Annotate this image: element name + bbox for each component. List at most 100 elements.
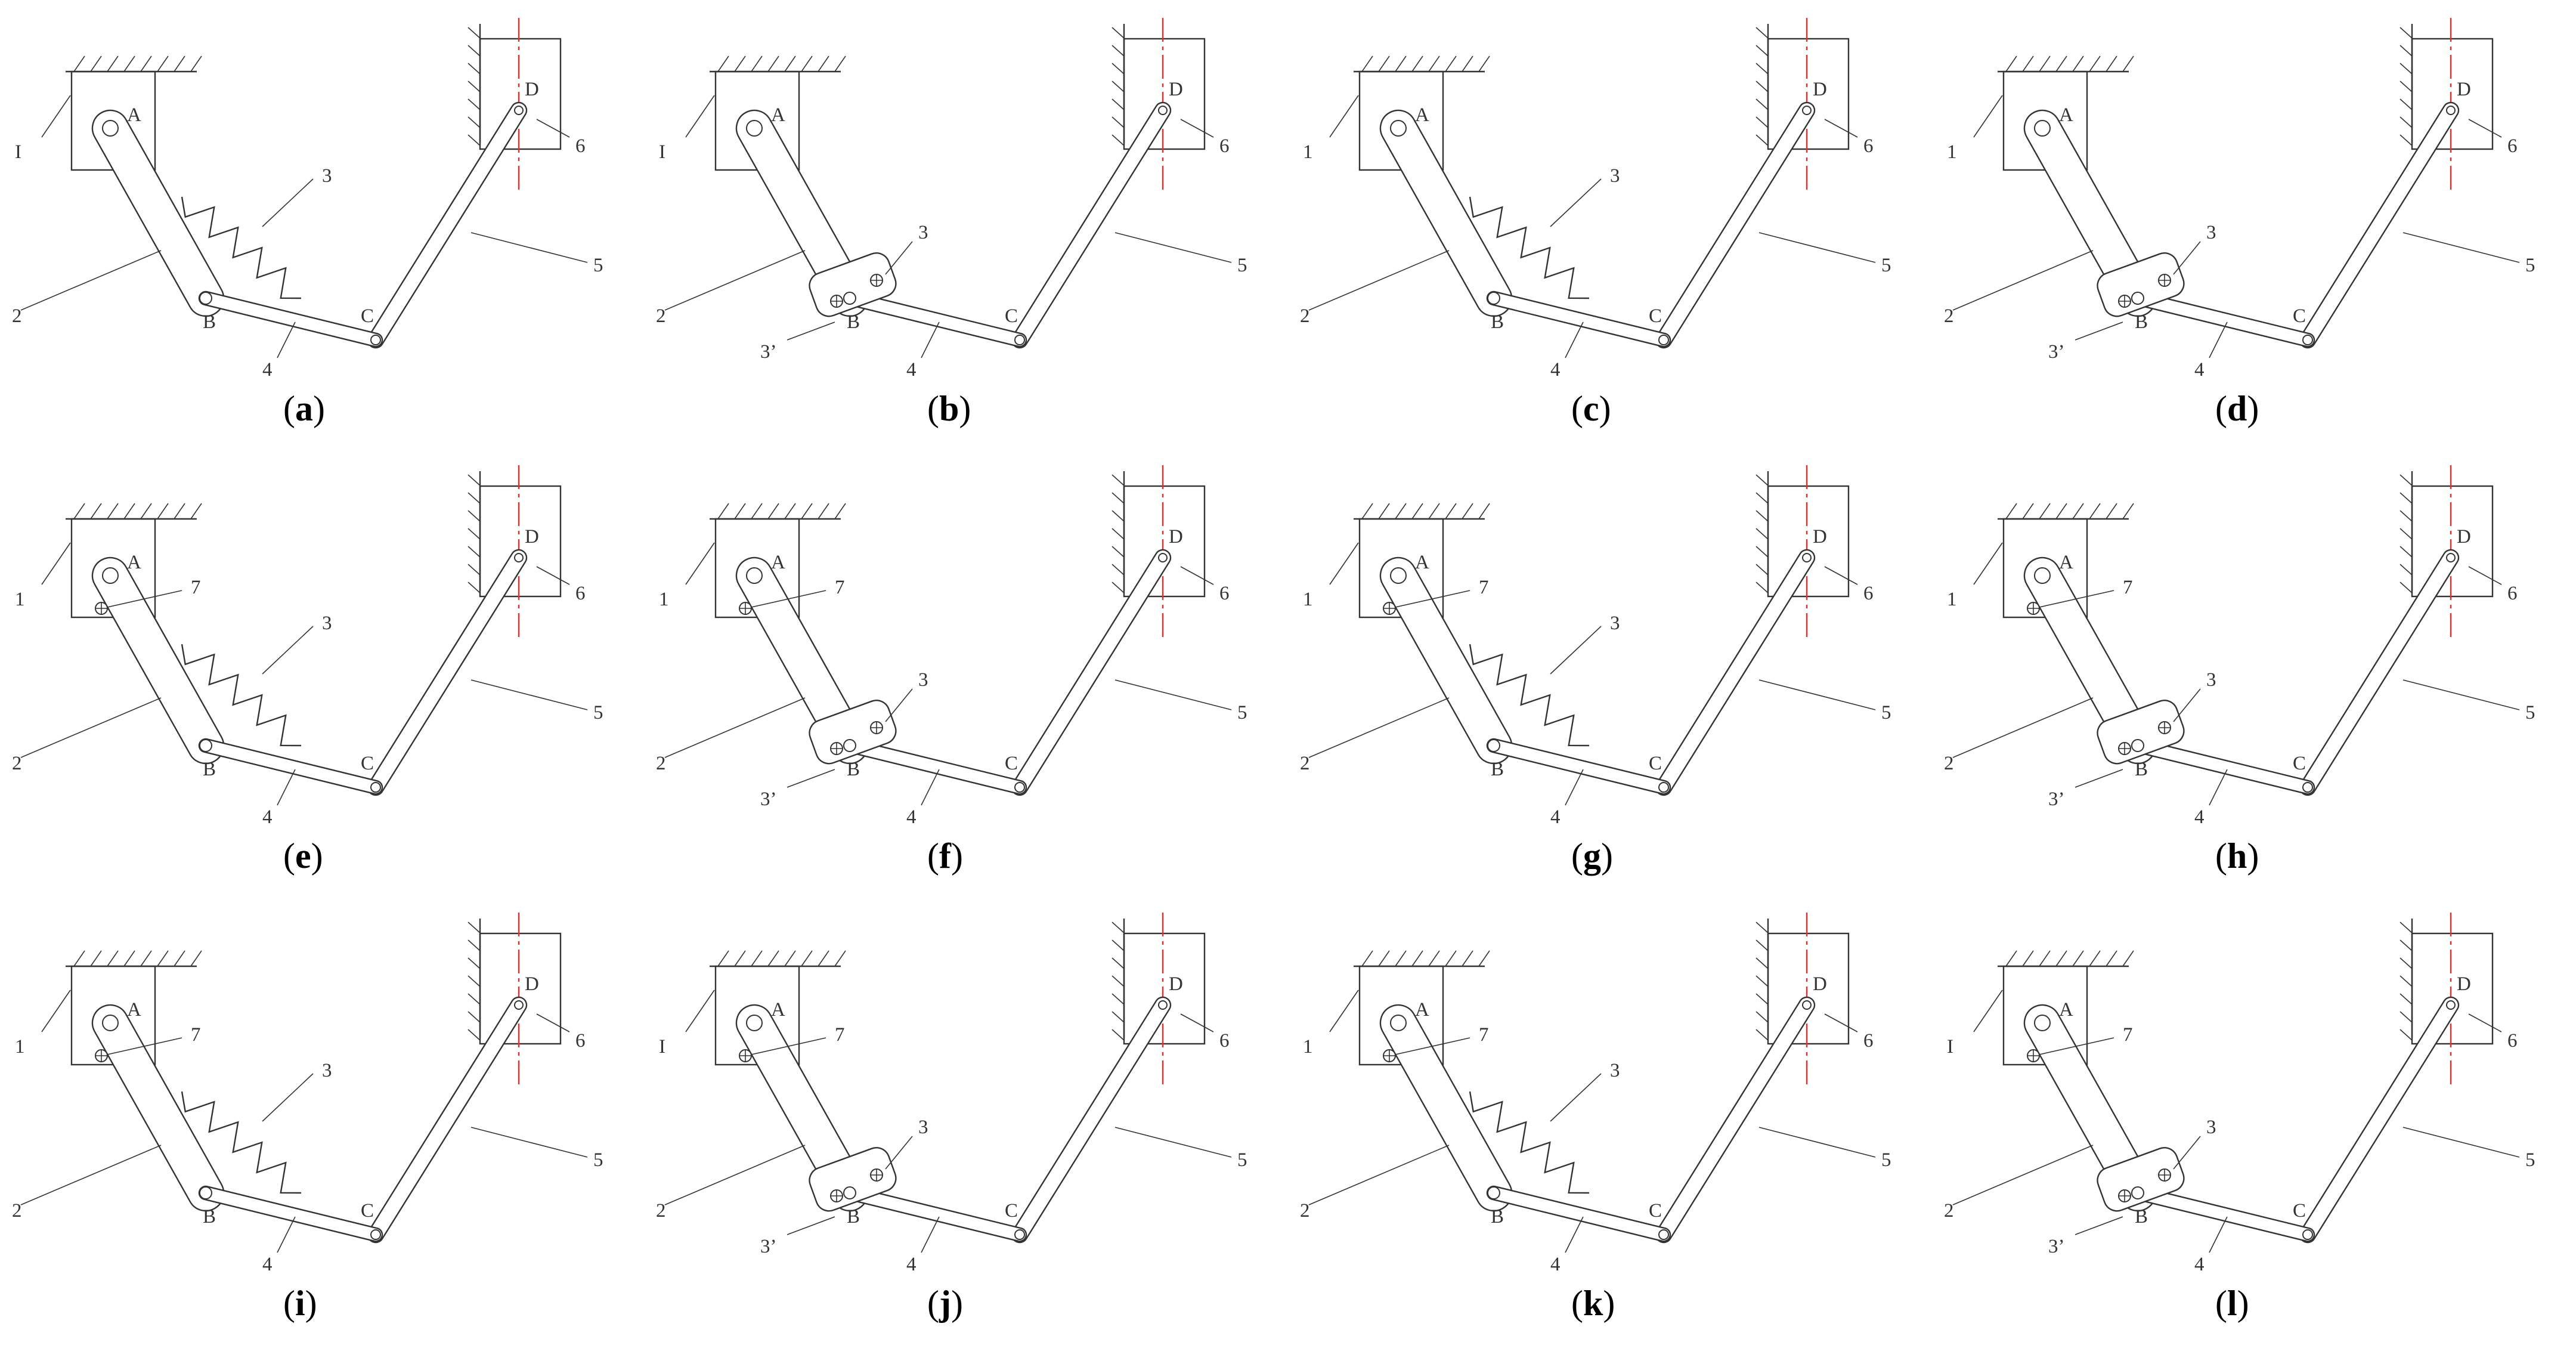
- link-5-label: 5: [1881, 1149, 1891, 1171]
- joint-c-label: C: [2293, 753, 2306, 774]
- link-4-label: 4: [1550, 1254, 1561, 1275]
- slider-6: [2411, 485, 2494, 598]
- joint-b-label: B: [203, 759, 216, 780]
- ground-top: [710, 55, 846, 73]
- slider-label: 6: [1219, 1030, 1230, 1052]
- joint-a: [102, 567, 119, 584]
- caption-close: ): [959, 389, 971, 428]
- joint-d: [2446, 1000, 2456, 1010]
- slider-label: 6: [575, 1030, 586, 1052]
- block-pin: [830, 742, 843, 755]
- joint-c-label: C: [1649, 305, 1662, 327]
- joint-c-label: C: [2293, 305, 2306, 327]
- joint-b: [2131, 739, 2144, 752]
- link-5: [1655, 549, 1816, 796]
- pin-7: [2027, 602, 2040, 615]
- joint-a: [746, 120, 763, 137]
- frame-label: 1: [1303, 1036, 1313, 1058]
- spring-pin: [2158, 274, 2171, 287]
- spring-3: [181, 644, 302, 747]
- ground-wall: [1755, 24, 1769, 146]
- caption-open: (: [2215, 389, 2227, 428]
- link-2-label: 2: [1944, 305, 1954, 327]
- ground-wall: [467, 919, 481, 1041]
- link-5: [1011, 996, 1172, 1244]
- ground-top: [66, 55, 202, 73]
- link-2-label: 2: [1300, 753, 1310, 774]
- joint-a-label: A: [1415, 104, 1429, 126]
- frame-label: 1: [1303, 141, 1313, 163]
- link-4-label: 4: [262, 359, 273, 381]
- spring-3: [181, 1091, 302, 1194]
- pin-7-label: 7: [191, 1024, 201, 1046]
- ground-wall: [2399, 471, 2413, 593]
- joint-b-label: B: [1491, 1206, 1504, 1227]
- block-pin: [830, 1189, 843, 1202]
- ground-top: [1354, 55, 1490, 73]
- caption-open: (: [1571, 836, 1583, 876]
- spring-block-label: 3’: [2048, 1236, 2065, 1257]
- joint-b: [1487, 1186, 1500, 1199]
- caption-b: (b): [927, 389, 971, 428]
- link-2-label: 2: [1944, 1200, 1954, 1222]
- joint-c: [370, 335, 381, 345]
- caption-open: (: [283, 1284, 295, 1323]
- slider-label: 6: [575, 135, 586, 157]
- link-2: [1379, 556, 1513, 765]
- joint-a: [2034, 1015, 2051, 1031]
- block-pin: [2118, 1189, 2131, 1202]
- joint-a-label: A: [127, 999, 141, 1021]
- ground-top: [1998, 950, 2134, 967]
- link-2: [735, 1004, 869, 1212]
- caption-open: (: [927, 389, 939, 428]
- slider-6: [2411, 932, 2494, 1045]
- caption-letter: i: [295, 1284, 305, 1323]
- slider-6: [1767, 932, 1850, 1045]
- link-2-label: 2: [12, 753, 22, 774]
- slider-label: 6: [575, 583, 586, 604]
- joint-c: [2302, 335, 2313, 345]
- joint-c: [1658, 782, 1669, 793]
- slider-6: [479, 485, 562, 598]
- link-4-label: 4: [906, 1254, 917, 1275]
- joint-a-label: A: [1415, 552, 1429, 573]
- ground-wall: [1111, 919, 1125, 1041]
- frame-label: 1: [659, 589, 669, 610]
- joint-b: [199, 1186, 212, 1199]
- joint-b: [199, 292, 212, 305]
- link-4-label: 4: [906, 806, 917, 828]
- caption-e: (e): [283, 836, 323, 876]
- spring-label: 3: [2206, 1117, 2216, 1138]
- joint-c-label: C: [361, 1200, 374, 1222]
- joint-a: [1390, 120, 1407, 137]
- ground-top: [1998, 503, 2134, 520]
- joint-c: [370, 1229, 381, 1240]
- joint-d: [1158, 106, 1168, 115]
- spring-label: 3: [918, 669, 928, 691]
- link-4: [1486, 1185, 1671, 1242]
- caption-letter: j: [939, 1284, 951, 1323]
- spring-label: 3: [1610, 165, 1620, 187]
- caption-close: ): [951, 1284, 963, 1323]
- ground-wall: [2399, 24, 2413, 146]
- link-2: [735, 556, 869, 765]
- joint-d-label: D: [2457, 79, 2471, 100]
- joint-b-label: B: [847, 759, 860, 780]
- caption-close: ): [2247, 836, 2259, 876]
- joint-c-label: C: [1005, 753, 1018, 774]
- joint-b: [1487, 739, 1500, 752]
- caption-close: ): [951, 836, 963, 876]
- link-4: [198, 738, 383, 795]
- spring-3: [1469, 196, 1590, 299]
- link-2-label: 2: [1944, 753, 1954, 774]
- joint-b-label: B: [203, 1206, 216, 1227]
- joint-d-label: D: [1169, 79, 1183, 100]
- joint-c-label: C: [1649, 753, 1662, 774]
- link-4: [198, 1185, 383, 1242]
- slider-6: [479, 932, 562, 1045]
- caption-letter: b: [939, 389, 959, 428]
- caption-close: ): [311, 836, 323, 876]
- link-5: [2299, 549, 2460, 796]
- joint-b-label: B: [2135, 311, 2148, 333]
- joint-c: [1014, 782, 1025, 793]
